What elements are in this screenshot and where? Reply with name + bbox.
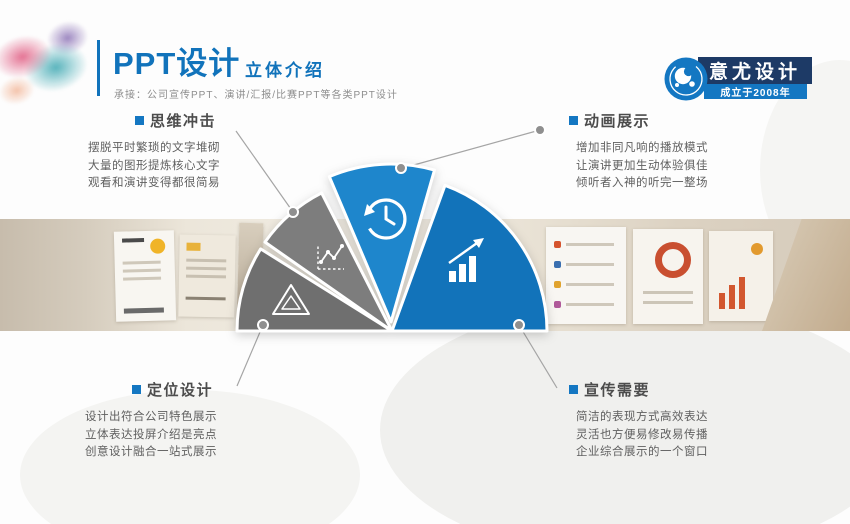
table-corner — [762, 219, 850, 331]
card-decoration — [643, 301, 693, 304]
callout-line: 大量的图形提炼核心文字 — [88, 159, 220, 172]
bullet-square-icon — [569, 385, 578, 394]
brand-name-badge: 意尤设计 — [698, 57, 812, 84]
callout-promotion: 宣传需要 简洁的表现方式高效表达 灵活也方便易修改易传播 企业综合展示的一个窗口 — [569, 379, 708, 462]
bullet-square-icon — [135, 116, 144, 125]
page-tagline: 承接：公司宣传PPT、演讲/汇报/比赛PPT等各类PPT设计 — [114, 90, 398, 101]
callout-heading: 思维冲击 — [135, 110, 220, 131]
card-decoration — [185, 274, 227, 279]
strip-card — [709, 231, 773, 321]
card-decoration — [186, 266, 227, 271]
card-decoration — [719, 293, 725, 309]
callout-body: 增加非同凡响的播放模式 让演讲更加生动体验俱佳 倾听者入神的听完一整场 — [576, 140, 708, 193]
card-decoration — [122, 238, 145, 243]
card-decoration — [123, 276, 162, 281]
card-decoration — [739, 277, 745, 309]
strip-card — [178, 234, 236, 318]
strip-card — [633, 229, 703, 324]
bullet-square-icon — [132, 385, 141, 394]
callout-body: 设计出符合公司特色展示 立体表达投屏介绍是亮点 创意设计融合一站式展示 — [85, 409, 217, 462]
callout-positioning: 定位设计 设计出符合公司特色展示 立体表达投屏介绍是亮点 创意设计融合一站式展示 — [85, 379, 217, 462]
card-decoration — [186, 242, 201, 251]
brand-since-ribbon: 成立于2008年 — [704, 84, 807, 99]
strip-card — [236, 222, 264, 328]
callout-title: 动画展示 — [584, 113, 651, 130]
callout-title: 定位设计 — [147, 382, 214, 399]
callout-line: 增加非同凡响的播放模式 — [576, 142, 708, 154]
callout-thinking: 思维冲击 摆脱平时繁琐的文字堆砌 大量的图形提炼核心文字 观看和演讲变得都很简易 — [88, 110, 220, 193]
callout-body: 摆脱平时繁琐的文字堆砌 大量的图形提炼核心文字 观看和演讲变得都很简易 — [88, 140, 220, 193]
card-decoration — [123, 307, 164, 314]
page-title: PPT设计 — [113, 46, 241, 81]
card-decoration — [150, 238, 166, 254]
callout-line: 让演讲更加生动体验俱佳 — [576, 159, 708, 172]
card-decoration — [122, 268, 161, 273]
callout-heading: 动画展示 — [569, 110, 708, 131]
callout-line: 摆脱平时繁琐的文字堆砌 — [88, 142, 220, 154]
callout-line: 观看和演讲变得都很简易 — [88, 177, 220, 189]
background-blob — [380, 300, 850, 524]
card-decoration — [751, 243, 763, 255]
callout-body: 简洁的表现方式高效表达 灵活也方便易修改易传播 企业综合展示的一个窗口 — [576, 409, 708, 462]
callout-heading: 宣传需要 — [569, 379, 708, 400]
callout-line: 倾听者入神的听完一整场 — [576, 177, 708, 189]
strip-card — [546, 227, 626, 324]
callout-line: 设计出符合公司特色展示 — [85, 411, 217, 423]
callout-title: 思维冲击 — [150, 113, 217, 130]
callout-line: 简洁的表现方式高效表达 — [576, 411, 708, 423]
card-decoration — [655, 242, 691, 278]
title-accent-bar — [97, 40, 100, 96]
card-decoration — [185, 296, 226, 301]
card-decoration — [729, 285, 735, 309]
bullet-square-icon — [569, 116, 578, 125]
logo-icon — [664, 57, 708, 101]
callout-line: 创意设计融合一站式展示 — [85, 446, 217, 458]
callout-title: 宣传需要 — [584, 382, 651, 399]
callout-heading: 定位设计 — [132, 379, 217, 400]
portfolio-photo-strip — [0, 219, 850, 331]
card-decoration — [643, 291, 693, 294]
card-decoration — [122, 260, 161, 265]
callout-line: 企业综合展示的一个窗口 — [576, 446, 708, 458]
callout-line: 灵活也方便易修改易传播 — [576, 428, 708, 441]
callout-animation: 动画展示 增加非同凡响的播放模式 让演讲更加生动体验俱佳 倾听者入神的听完一整场 — [569, 110, 708, 193]
card-decoration — [186, 258, 227, 263]
background-blob — [20, 390, 360, 524]
page-subtitle: 立体介绍 — [245, 61, 325, 80]
callout-line: 立体表达投屏介绍是亮点 — [85, 428, 217, 441]
strip-card — [113, 230, 177, 322]
